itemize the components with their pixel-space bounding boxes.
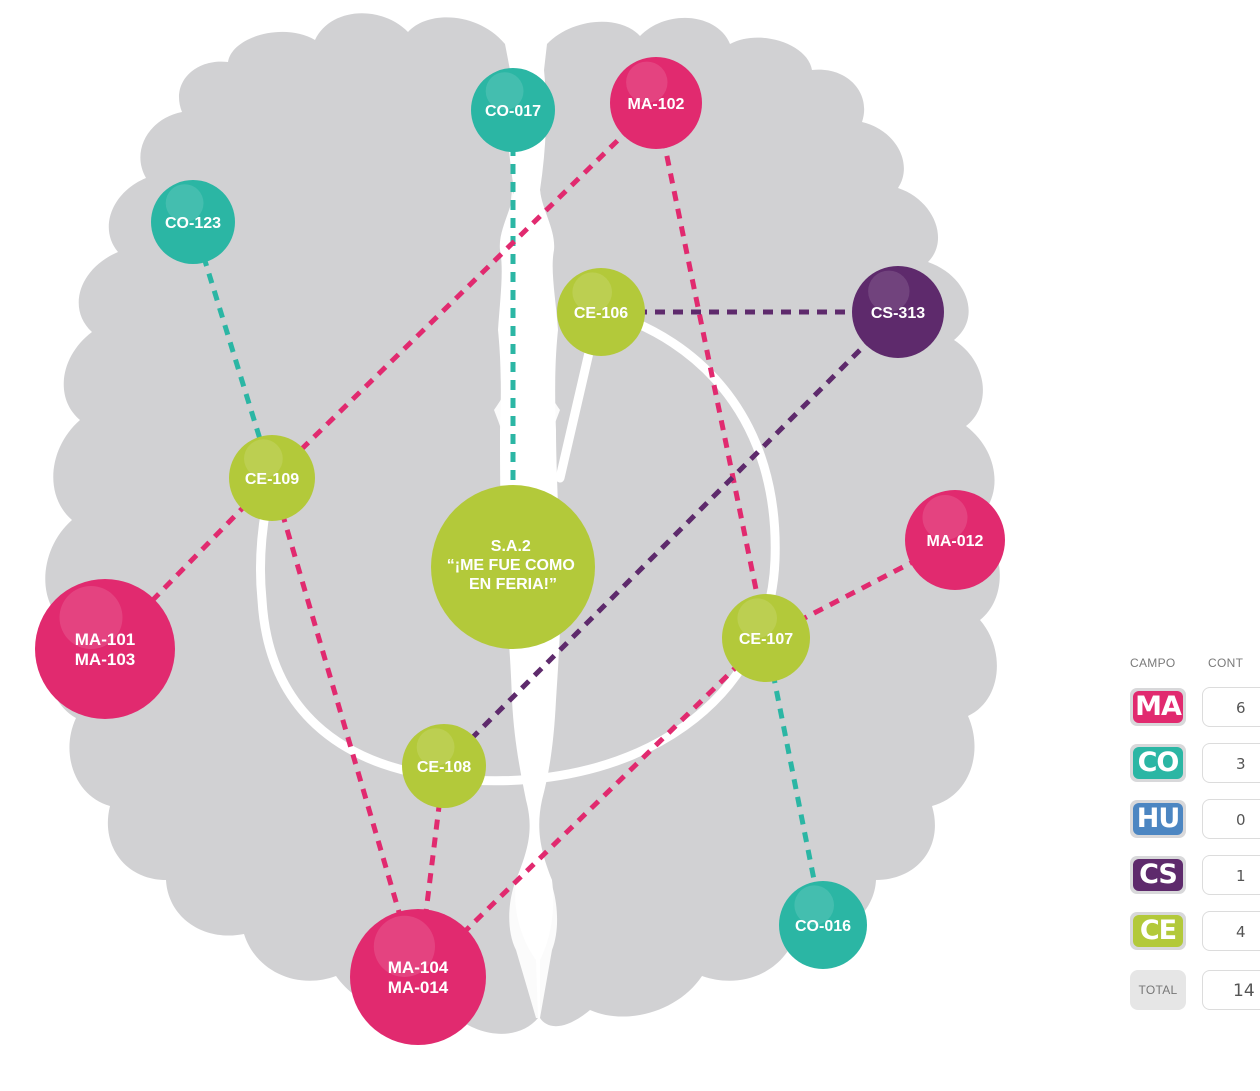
fissure-lower [509,880,558,1018]
legend-header-field: CAMPO [1130,656,1176,670]
legend-count-cs: 1 [1202,855,1260,895]
legend-count-co: 3 [1202,743,1260,783]
node-label-co-017: CO-017 [485,103,541,120]
field-legend: CAMPO CONT MA 6 CO 3 HU 0 CS 1 CE 4 TOTA… [1120,640,1260,1091]
center-line-3: EN FERIA!” [469,576,557,593]
link-ce-109-ma-104 [269,477,421,978]
center-node: S.A.2 “¡ME FUE COMO EN FERIA!” [431,485,595,649]
legend-count-ma: 6 [1202,687,1260,727]
node-circle-ce-107 [722,594,810,682]
node-highlight-co-123 [165,184,204,223]
node-label-line: MA-104 [388,958,449,977]
legend-count-ce: 4 [1202,911,1260,951]
node-label-line: CO-017 [485,103,541,120]
center-line-1: S.A.2 [491,538,531,555]
node-ce-107: CE-107 [722,594,810,682]
node-circle-co-017 [471,68,555,152]
legend-total-label: TOTAL [1130,970,1186,1010]
node-circle-cs-313 [852,266,944,358]
node-circle-ce-108 [402,724,486,808]
node-label-co-016: CO-016 [795,918,851,935]
node-label-line: CE-109 [245,471,299,488]
legend-header-count: CONT [1208,656,1244,670]
node-label-line: CE-107 [739,631,793,648]
node-ce-106: CE-106 [557,268,645,356]
node-highlight-co-016 [794,885,834,925]
legend-code-hu: HU [1133,803,1183,835]
node-label-line: CO-123 [165,215,221,232]
node-label-ce-106: CE-106 [574,305,628,322]
node-highlight-cs-313 [868,270,910,312]
node-label-line: CO-016 [795,918,851,935]
legend-badge-ce: CE [1130,912,1186,950]
node-label-ce-107: CE-107 [739,631,793,648]
node-label-ce-108: CE-108 [417,759,471,776]
node-ce-109: CE-109 [229,435,315,521]
node-highlight-ce-109 [244,439,283,478]
node-label-line: MA-101 [75,630,135,649]
node-highlight-ma-104 [373,915,435,978]
link-ma-102-ce-107 [653,102,769,639]
node-highlight-ma-101 [59,586,123,649]
legend-badge-cs: CS [1130,856,1186,894]
node-co-123: CO-123 [151,180,235,264]
legend-code-co: CO [1133,747,1183,779]
node-label-co-123: CO-123 [165,215,221,232]
link-ce-107-ma-104 [416,636,768,979]
node-circle-ma-102 [610,57,702,149]
node-ma-102: MA-102 [610,57,702,149]
central-fissure [494,190,560,500]
legend-code-cs: CS [1133,859,1183,891]
node-circle-ce-109 [229,435,315,521]
svg-text:S.A.2 “¡ME FUE COMO: S.A.2 “¡ME FUE COMO EN FERIA!” [447,538,579,593]
legend-count-hu: 0 [1202,799,1260,839]
node-circle-co-016 [779,881,867,969]
node-cs-313: CS-313 [852,266,944,358]
center-circle [431,485,595,649]
node-label-line: MA-012 [927,533,984,550]
node-label-line: MA-102 [628,96,685,113]
legend-code-ce: CE [1133,915,1183,947]
legend-code-ma: MA [1133,691,1183,723]
node-circle-ma-101 [35,579,175,719]
node-co-017: CO-017 [471,68,555,152]
node-highlight-ma-012 [922,495,968,540]
node-label-ce-109: CE-109 [245,471,299,488]
node-highlight-co-017 [485,72,524,110]
node-ce-108: CE-108 [402,724,486,808]
node-highlight-ma-102 [626,61,668,103]
link-ce-107-co-016 [763,637,826,926]
node-highlight-ce-107 [737,598,777,638]
node-label-cs-313: CS-313 [871,305,925,322]
node-label-line: CS-313 [871,305,925,322]
legend-badge-ma: MA [1130,688,1186,726]
node-ma-012: MA-012 [905,490,1005,590]
center-line-2: “¡ME FUE COMO [447,557,575,574]
node-highlight-ce-108 [416,728,455,766]
node-circle-ma-012 [905,490,1005,590]
node-co-016: CO-016 [779,881,867,969]
node-circle-co-123 [151,180,235,264]
node-label-ma-102: MA-102 [628,96,685,113]
node-label-line: CE-108 [417,759,471,776]
node-label-line: MA-103 [75,650,135,669]
node-label-ma-012: MA-012 [927,533,984,550]
node-circle-ce-106 [557,268,645,356]
link-co-123-ce-109 [190,221,275,479]
node-label-line: CE-106 [574,305,628,322]
node-highlight-ce-106 [572,272,612,313]
legend-badge-co: CO [1130,744,1186,782]
legend-total-count: 14 [1202,970,1260,1010]
node-circle-ma-104 [350,909,486,1045]
ring-arc [255,307,780,786]
node-label-line: MA-014 [388,978,449,997]
legend-badge-hu: HU [1130,800,1186,838]
